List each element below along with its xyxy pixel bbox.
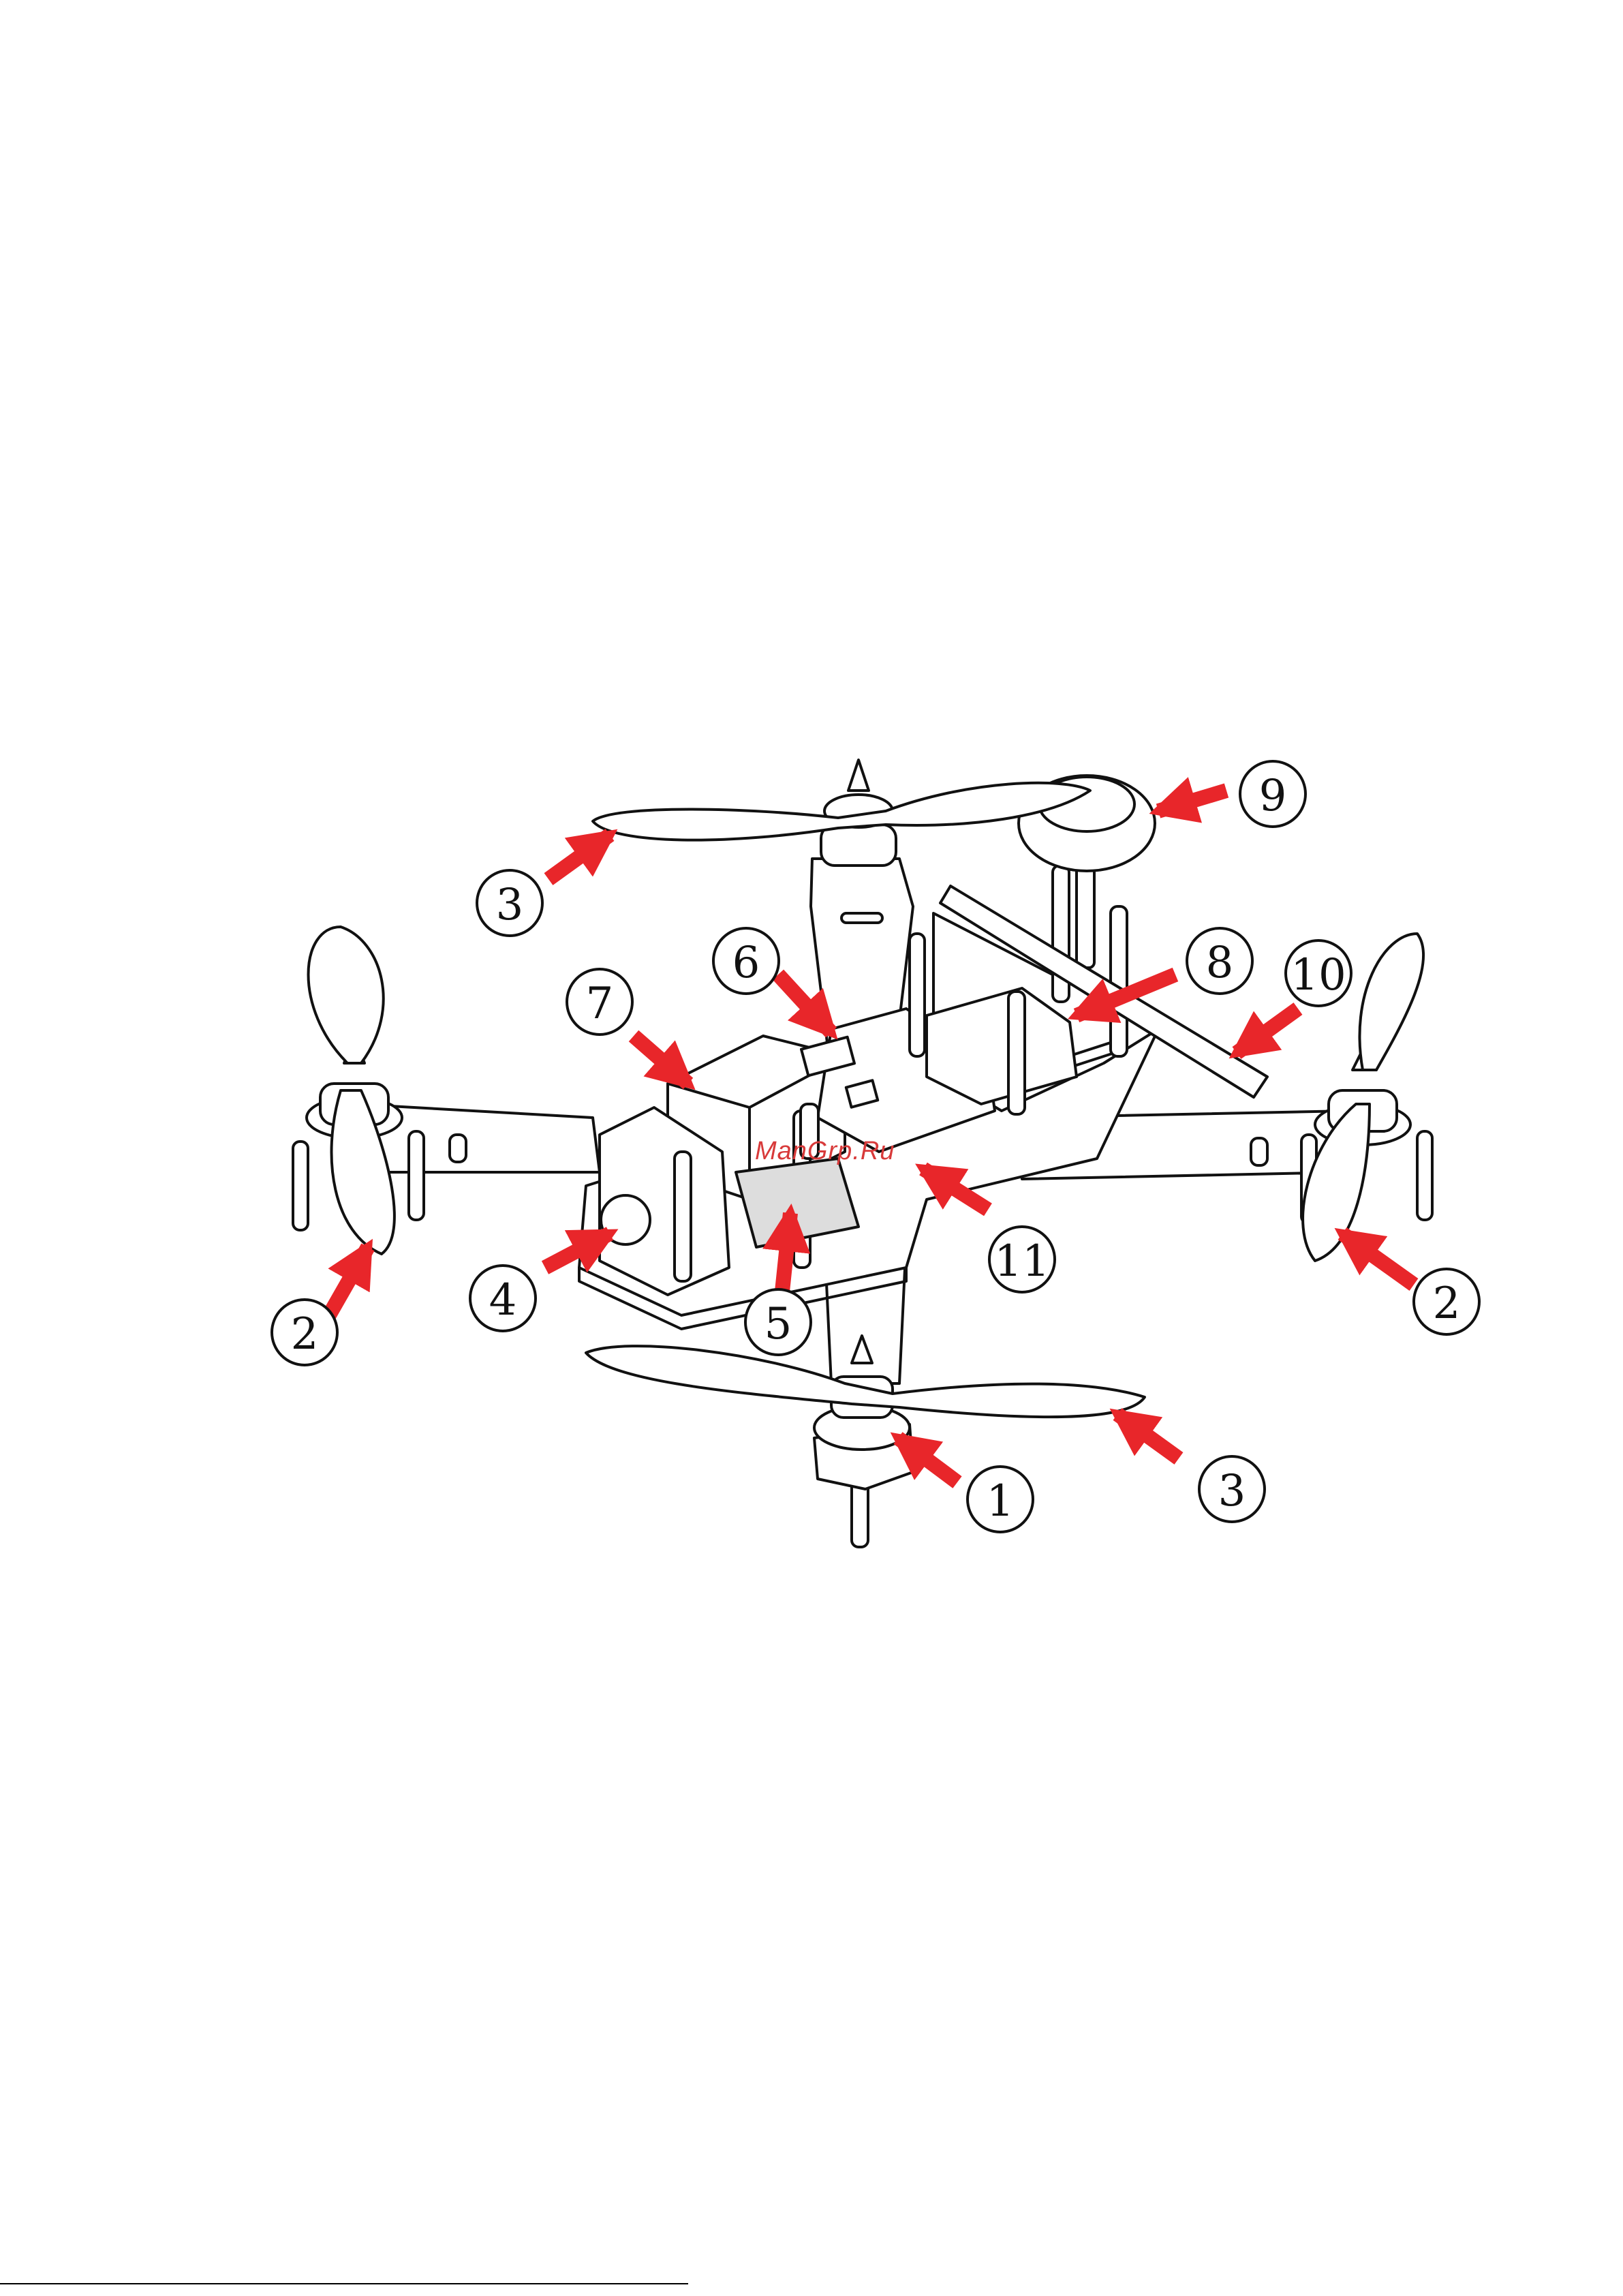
motor-rear	[593, 760, 1090, 866]
frame-post-1	[910, 934, 925, 1056]
callout-8: 8	[1187, 928, 1252, 994]
callout-10-text: 10	[1290, 950, 1346, 1000]
rear-arm-slot	[841, 913, 882, 923]
callout-3a: 3	[477, 870, 542, 936]
callout-7-text: 7	[586, 979, 614, 1029]
callout-4-text: 4	[489, 1275, 517, 1326]
callout-2a-text: 2	[291, 1309, 319, 1360]
callout-3a-text: 3	[496, 880, 524, 930]
motor-left	[293, 927, 424, 1254]
callout-8-text: 8	[1206, 938, 1234, 988]
callout-5: 5	[745, 1289, 811, 1355]
arrow-3a	[548, 835, 610, 879]
callout-11-text: 11	[994, 1236, 1049, 1287]
arrow-7	[634, 1036, 688, 1084]
arrow-2b	[1342, 1234, 1414, 1285]
arrow-2a	[327, 1247, 368, 1319]
camera-cage-post	[675, 1152, 691, 1281]
callout-5-text: 5	[764, 1299, 792, 1349]
prop-right-upper	[1359, 934, 1423, 1070]
callout-7: 7	[567, 969, 632, 1035]
frame-post-2	[1008, 992, 1025, 1114]
callout-10: 10	[1286, 940, 1351, 1006]
callout-6-text: 6	[732, 938, 760, 988]
callout-1-text: 1	[987, 1476, 1015, 1527]
callout-9: 9	[1240, 761, 1305, 827]
left-arm-post	[450, 1135, 466, 1162]
arrow-9	[1158, 791, 1226, 811]
prop-left-upper	[309, 927, 384, 1063]
callout-3b-text: 3	[1218, 1466, 1246, 1516]
callout-9-text: 9	[1259, 771, 1287, 821]
callout-2b: 2	[1414, 1269, 1479, 1334]
arrow-3b	[1117, 1414, 1179, 1458]
watermark: ManGrp.Ru	[755, 1137, 895, 1166]
arrow-5	[782, 1213, 790, 1291]
callout-11: 11	[989, 1227, 1055, 1292]
callout-6: 6	[713, 928, 779, 994]
right-arm-post	[1251, 1138, 1267, 1165]
callout-1: 1	[968, 1467, 1033, 1532]
footer-divider	[0, 2283, 688, 2284]
callout-4: 4	[470, 1266, 536, 1331]
arrow-10	[1237, 1009, 1298, 1053]
gps-mast-right	[1111, 906, 1127, 1056]
callout-2a: 2	[272, 1300, 337, 1365]
callout-2b-text: 2	[1433, 1279, 1461, 1329]
callout-3b: 3	[1199, 1456, 1265, 1522]
